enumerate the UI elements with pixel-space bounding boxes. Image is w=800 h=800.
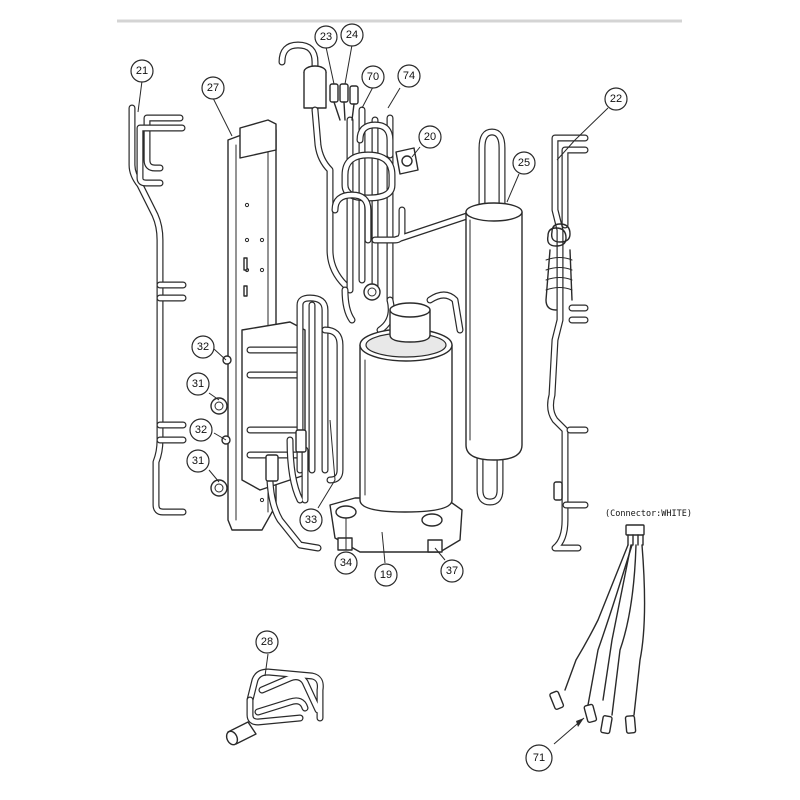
callout-28: 28 <box>255 630 279 654</box>
harness-connector <box>625 524 645 536</box>
svg-text:24: 24 <box>346 29 358 41</box>
svg-text:71: 71 <box>533 752 545 764</box>
callout-71: 71 <box>525 744 553 772</box>
svg-text:34: 34 <box>340 557 352 569</box>
callout-32-upper: 32 <box>191 335 215 359</box>
svg-text:70: 70 <box>367 71 379 83</box>
svg-text:21: 21 <box>136 65 148 77</box>
callout-70: 70 <box>361 65 385 89</box>
valve-block-assembly <box>210 321 306 497</box>
svg-text:31: 31 <box>192 378 204 390</box>
callout-31-lower: 31 <box>186 449 210 473</box>
svg-text:22: 22 <box>610 93 622 105</box>
callout-25: 25 <box>512 151 536 175</box>
svg-text:31: 31 <box>192 455 204 467</box>
part-71-thermistor-harness <box>549 524 646 735</box>
callout-24: 24 <box>340 23 364 47</box>
callout-23: 23 <box>314 25 338 49</box>
svg-text:74: 74 <box>403 70 415 82</box>
callout-74: 74 <box>397 64 421 88</box>
svg-text:20: 20 <box>424 131 436 143</box>
cap-32-upper <box>222 355 232 365</box>
callout-31-upper: 31 <box>186 372 210 396</box>
callout-33: 33 <box>299 508 323 532</box>
part-25-accumulator <box>465 128 523 506</box>
callout-34: 34 <box>334 551 358 575</box>
part-19-compressor <box>329 291 464 553</box>
svg-text:32: 32 <box>195 424 207 436</box>
callout-27: 27 <box>201 76 225 100</box>
part-21-pipe-assembly <box>128 104 187 516</box>
part-23-24-sensors <box>329 83 359 121</box>
svg-text:27: 27 <box>207 82 219 94</box>
svg-text:23: 23 <box>320 31 332 43</box>
callout-32-lower: 32 <box>189 418 213 442</box>
connector-label: (Connector:WHITE) <box>605 509 692 519</box>
callout-21: 21 <box>130 59 154 83</box>
part-28-pipe-assembly <box>225 668 324 746</box>
central-pipe-bundle <box>265 41 474 552</box>
callout-19: 19 <box>374 563 398 587</box>
callout-20: 20 <box>418 125 442 149</box>
part-20-coil <box>395 147 419 175</box>
leader-lines <box>137 44 609 745</box>
callout-37: 37 <box>440 559 464 583</box>
svg-text:19: 19 <box>380 569 392 581</box>
flare-nut-31-upper <box>210 397 228 415</box>
callout-22: 22 <box>604 87 628 111</box>
svg-text:33: 33 <box>305 514 317 526</box>
flare-nut-31-lower <box>210 479 228 497</box>
svg-text:37: 37 <box>446 565 458 577</box>
svg-text:28: 28 <box>261 636 273 648</box>
svg-text:25: 25 <box>518 157 530 169</box>
svg-text:32: 32 <box>197 341 209 353</box>
part-22-capillary-pipe <box>545 134 589 552</box>
